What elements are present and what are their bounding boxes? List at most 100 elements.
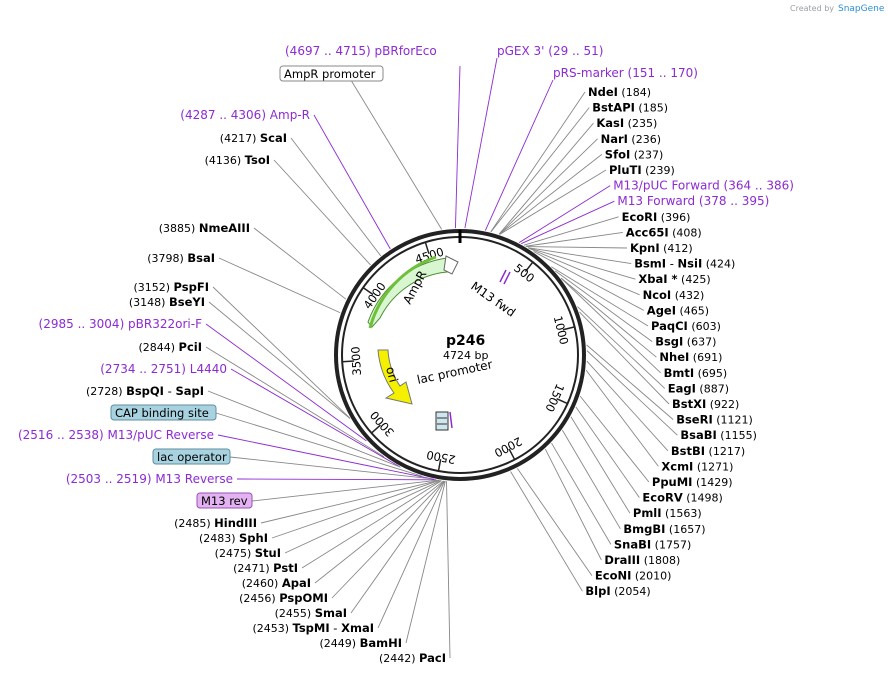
- primer-label-top[interactable]: (4697 .. 4715) pBRforEco: [285, 44, 437, 58]
- site-label-left[interactable]: (2471) PstI: [233, 561, 298, 575]
- snapgene-credit[interactable]: Created by SnapGene: [790, 4, 885, 14]
- site-label-left[interactable]: (4136) TsoI: [205, 153, 270, 167]
- m13-rev-primer-mark: [449, 411, 453, 429]
- site-label-left[interactable]: (3152) PspFI: [133, 280, 209, 294]
- enzyme-leader: [525, 231, 623, 247]
- site-label-left[interactable]: (2516 .. 2538) M13/pUC Reverse: [18, 428, 214, 442]
- site-label-left[interactable]: (2485) HindIII: [174, 516, 257, 530]
- site-label-left[interactable]: (4287 .. 4306) Amp-R: [180, 108, 310, 122]
- enzyme-label: XcmI (1271): [661, 459, 733, 473]
- site-label-left[interactable]: (2453) TspMI - XmaI: [252, 621, 374, 635]
- site-label-left[interactable]: (2460) ApaI: [242, 576, 311, 590]
- site-label-right[interactable]: PmlI (1563): [633, 506, 702, 520]
- enzyme-leader: [498, 122, 594, 235]
- site-label-right[interactable]: AgeI (465): [647, 303, 709, 317]
- site-label-right[interactable]: BstXI (922): [672, 397, 739, 411]
- primer-label-top[interactable]: pGEX 3' (29 .. 51): [497, 44, 603, 58]
- enzyme-label: PaqCI (603): [651, 319, 721, 333]
- enzyme-label: (3148) BseYI: [129, 295, 205, 309]
- enzyme-leader: [544, 448, 602, 561]
- site-label-right[interactable]: BseRI (1121): [676, 413, 753, 427]
- site-label-right[interactable]: NarI (236): [601, 132, 661, 146]
- site-label-right[interactable]: DraIII (1808): [604, 553, 680, 567]
- site-label-left[interactable]: (2449) BamHI: [320, 636, 403, 650]
- site-label-right[interactable]: PaqCI (603): [651, 319, 721, 333]
- primer-label: (4287 .. 4306) Amp-R: [180, 108, 310, 122]
- site-label-left[interactable]: (2455) SmaI: [275, 606, 347, 620]
- site-label-right[interactable]: M13 Forward (378 .. 395): [617, 194, 769, 208]
- site-label-right[interactable]: EcoNI (2010): [595, 569, 672, 583]
- enzyme-leader: [586, 350, 678, 436]
- site-label-right[interactable]: BmgBI (1657): [623, 522, 705, 536]
- site-label-right[interactable]: SfoI (237): [605, 147, 664, 161]
- enzyme-label: (2485) HindIII: [174, 516, 257, 530]
- enzyme-label: (2460) ApaI: [242, 576, 311, 590]
- site-label-left[interactable]: (2483) SphI: [199, 531, 268, 545]
- plasmid-name: p246: [446, 333, 485, 349]
- site-label-right[interactable]: NdeI (184): [588, 85, 651, 99]
- site-label-right[interactable]: EcoRI (396): [622, 210, 691, 224]
- enzyme-label: SnaBI (1757): [614, 537, 691, 551]
- site-labels: NdeI (184) BstAPI (185)KasI (235) NarI (23…: [18, 44, 794, 665]
- enzyme-leader: [585, 369, 659, 467]
- enzyme-label: (2455) SmaI: [275, 606, 347, 620]
- site-label-right[interactable]: PpuMI (1429): [652, 475, 733, 489]
- site-label-right[interactable]: BmtI (695): [664, 366, 728, 380]
- enzyme-leader: [561, 429, 621, 530]
- site-label-right[interactable]: BsgI (637): [655, 335, 716, 349]
- site-label-right[interactable]: NcoI (432): [643, 288, 705, 302]
- enzyme-leader: [528, 247, 640, 296]
- enzyme-label: (2483) SphI: [199, 531, 268, 545]
- site-label-right[interactable]: KasI (235): [596, 116, 657, 130]
- primer-leader: [205, 323, 367, 442]
- m13-fwd-line-1: [499, 269, 507, 283]
- enzyme-leader: [516, 468, 593, 576]
- site-label-right[interactable]: EagI (887): [668, 381, 729, 395]
- enzyme-leader: [314, 480, 444, 584]
- site-label-left[interactable]: (2728) BspQI - SapI: [86, 384, 204, 398]
- feature-box[interactable]: lac operator: [152, 448, 231, 465]
- site-label-left[interactable]: (3148) BseYI: [129, 295, 205, 309]
- site-label-right[interactable]: EcoRV (1498): [642, 491, 722, 505]
- site-label-right[interactable]: BsmI - NsiI (424): [634, 257, 735, 271]
- enzyme-label: EcoRV (1498): [642, 491, 722, 505]
- primer-leader: [464, 57, 498, 229]
- site-label-right[interactable]: BstBI (1217): [671, 444, 745, 458]
- site-label-right[interactable]: PluTI (239): [609, 163, 675, 177]
- enzyme-label: BstBI (1217): [671, 444, 745, 458]
- site-label-left[interactable]: (3798) BsaI: [147, 251, 215, 265]
- site-label-left[interactable]: (3885) NmeAIII: [159, 221, 250, 235]
- site-label-right[interactable]: SnaBI (1757): [614, 537, 691, 551]
- enzyme-leader: [290, 137, 382, 257]
- site-label-left[interactable]: (2985 .. 3004) pBR322ori-F: [39, 317, 203, 331]
- site-label-right[interactable]: BlpI (2054): [585, 584, 650, 598]
- feature-box[interactable]: M13 rev: [196, 492, 253, 509]
- site-label-left[interactable]: (2442) PacI: [379, 651, 446, 665]
- enzyme-label: (4217) ScaI: [220, 131, 287, 145]
- site-label-left[interactable]: (4217) ScaI: [220, 131, 287, 145]
- site-label-right[interactable]: Acc65I (408): [626, 225, 702, 239]
- site-label-right[interactable]: BstAPI (185): [592, 101, 668, 115]
- feature-box[interactable]: AmpR promoter: [279, 65, 384, 82]
- feature-lac[interactable]: lac promoter: [416, 357, 494, 431]
- site-label-right[interactable]: BsaBI (1155): [680, 428, 757, 442]
- enzyme-label: (2449) BamHI: [320, 636, 403, 650]
- site-label-left[interactable]: (2456) PspOMI: [239, 591, 328, 605]
- site-label-right[interactable]: XcmI (1271): [661, 459, 733, 473]
- site-label-right[interactable]: NheI (691): [659, 350, 722, 364]
- enzyme-label: KasI (235): [596, 116, 657, 130]
- site-label-right[interactable]: XbaI * (425): [638, 272, 710, 286]
- enzyme-label: (3152) PspFI: [133, 280, 209, 294]
- primer-label-top[interactable]: pRS-marker (151 .. 170): [553, 66, 698, 80]
- site-label-left[interactable]: (2503 .. 2519) M13 Reverse: [66, 472, 233, 486]
- site-label-right[interactable]: KpnI (412): [630, 241, 693, 255]
- site-label-left[interactable]: (2475) StuI: [215, 546, 281, 560]
- feature-ori[interactable]: ori: [377, 349, 413, 405]
- site-label-right[interactable]: M13/pUC Forward (364 .. 386): [613, 179, 794, 193]
- feature-m13-fwd[interactable]: M13 fwd: [468, 269, 518, 320]
- feature-box[interactable]: CAP binding site: [110, 404, 217, 421]
- enzyme-label: KpnI (412): [630, 241, 693, 255]
- enzyme-label: NcoI (432): [643, 288, 705, 302]
- site-label-left[interactable]: (2844) PciI: [138, 340, 202, 354]
- site-label-left[interactable]: (2734 .. 2751) L4440: [100, 362, 227, 376]
